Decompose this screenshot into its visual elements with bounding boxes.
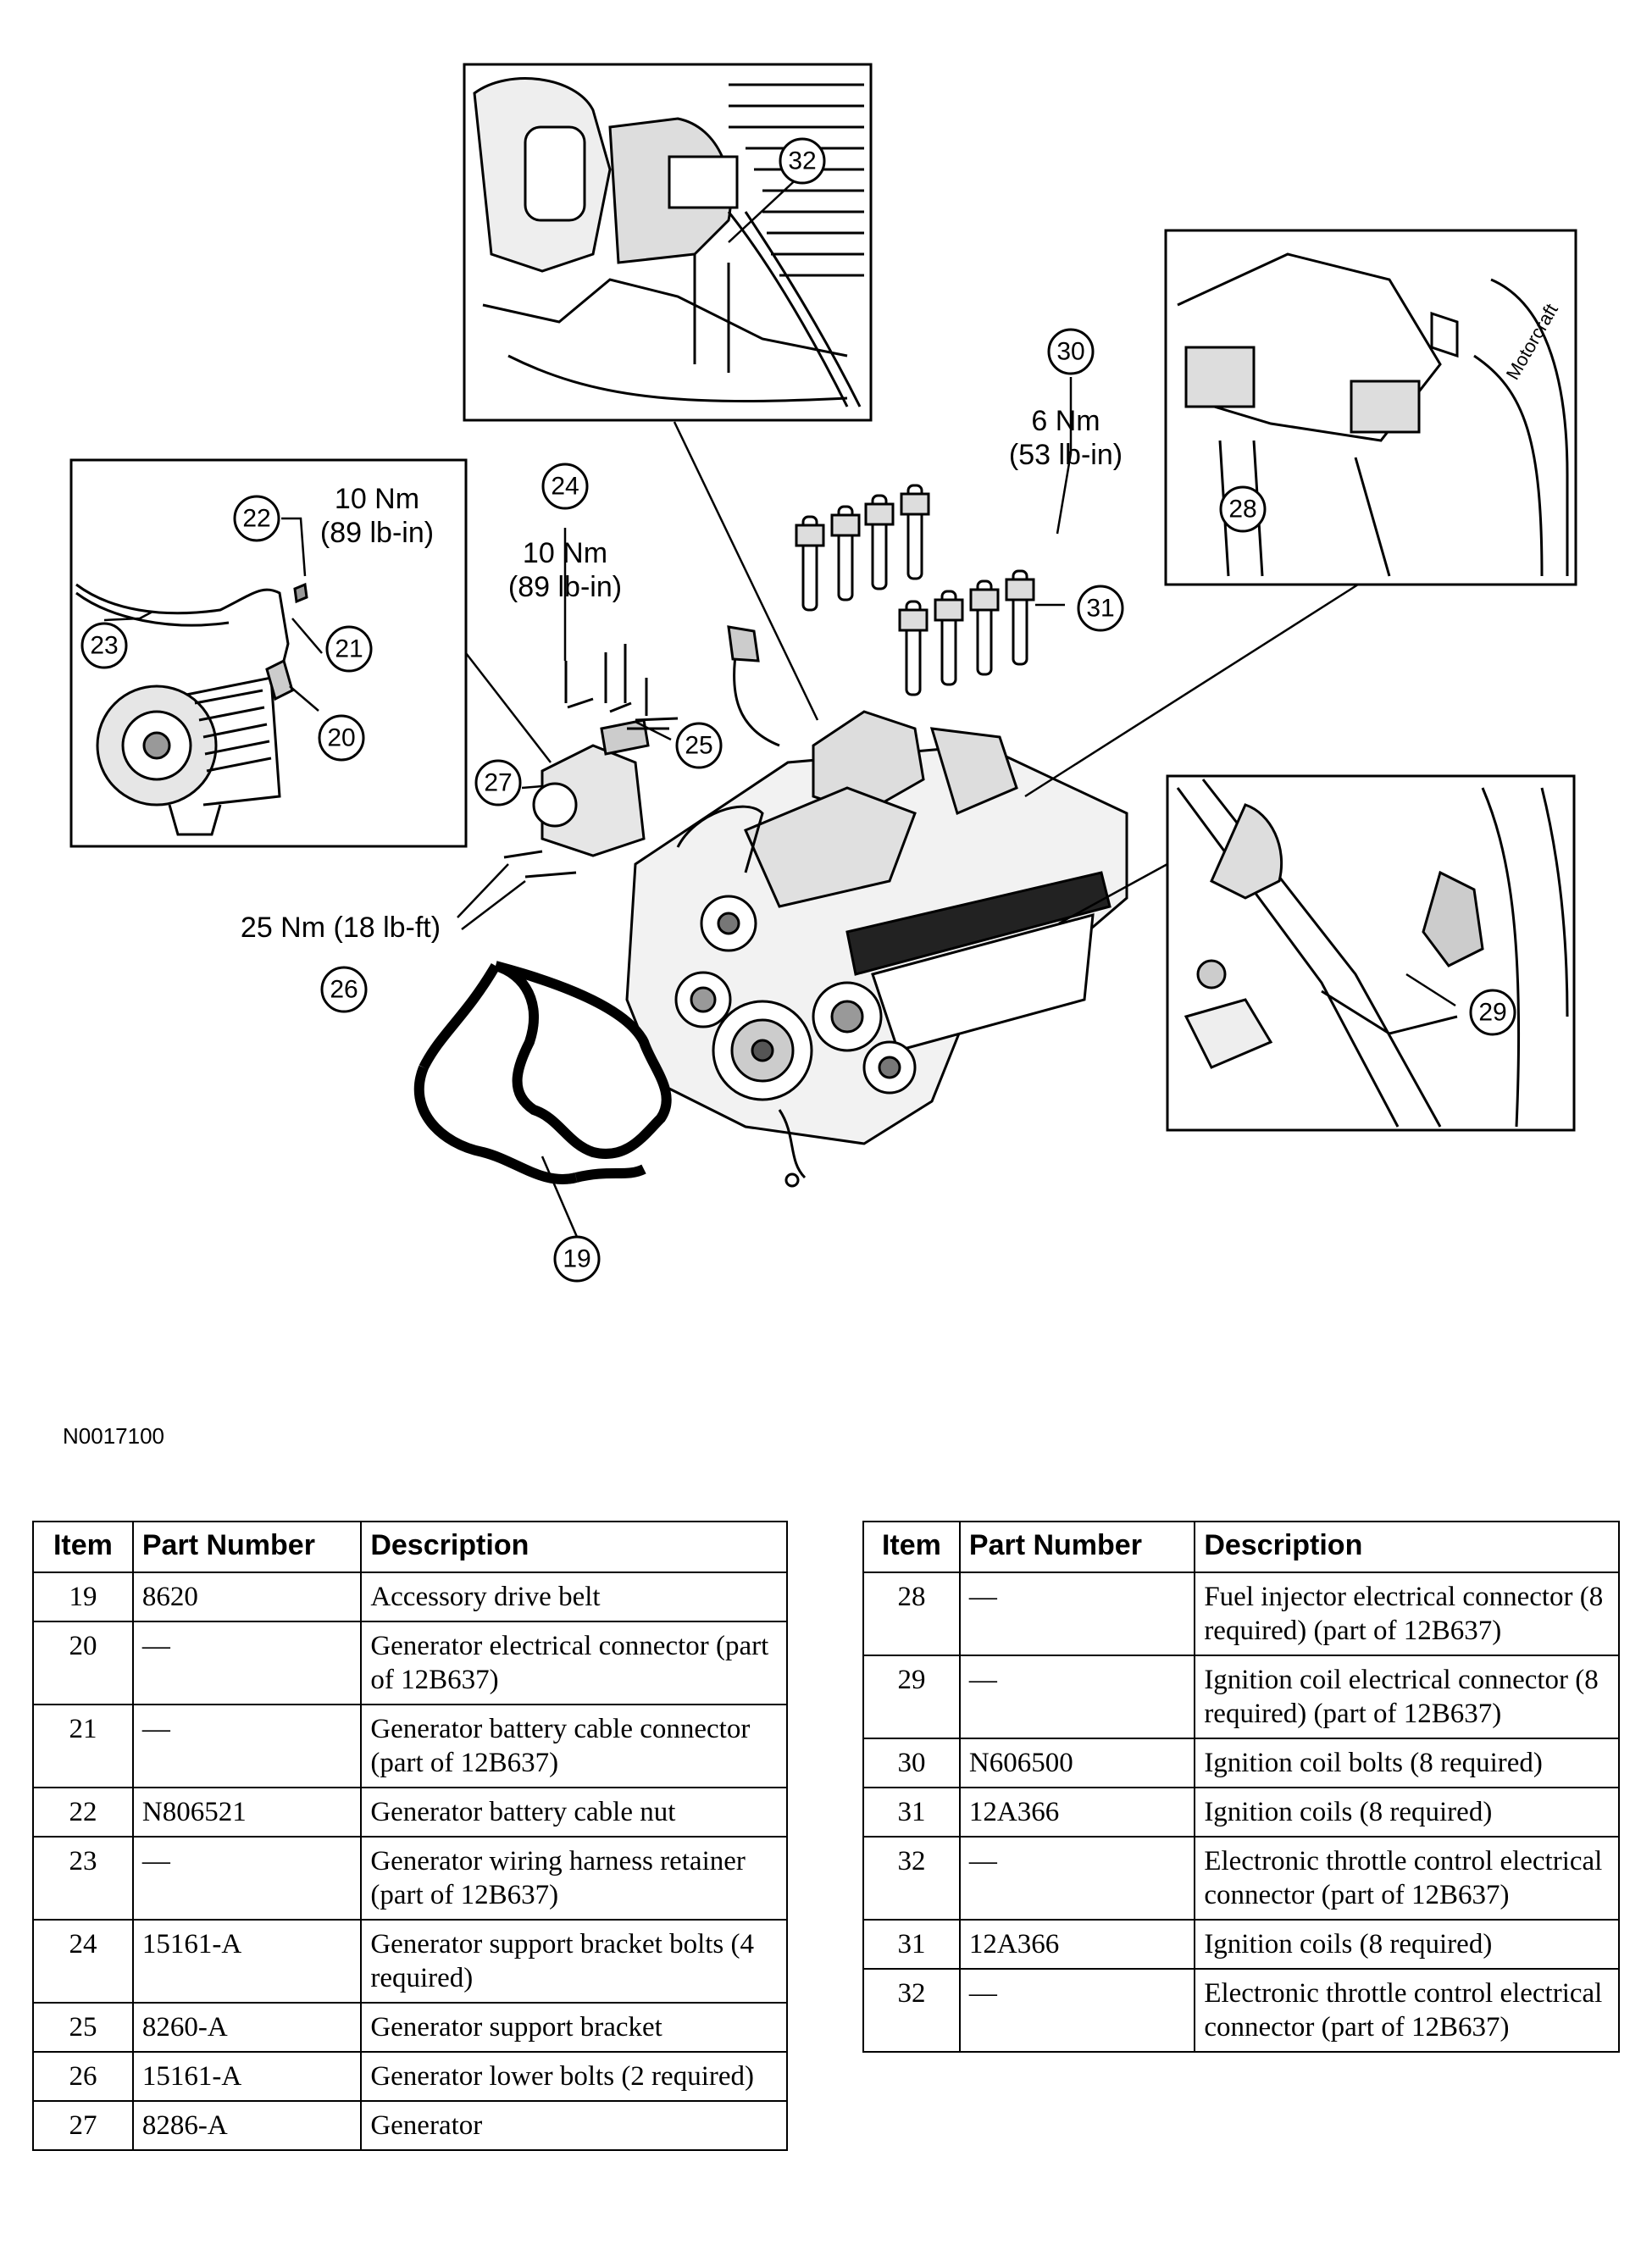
svg-text:27: 27 bbox=[484, 769, 512, 797]
inset-ignition-coil-connector bbox=[1166, 774, 1576, 1132]
table-header: Item Part Number Description bbox=[862, 1521, 1620, 1573]
parts-table-right: Item Part Number Description 28—Fuel inj… bbox=[862, 1521, 1620, 2053]
table-row: 32—Electronic throttle control electrica… bbox=[862, 1836, 1620, 1921]
callout-26: 26 bbox=[320, 966, 368, 1013]
inset-throttle-body bbox=[463, 63, 873, 422]
torque-22: 10 Nm (89 lb-in) bbox=[320, 483, 434, 549]
callout-24: 24 bbox=[541, 463, 589, 510]
header-part-number: Part Number bbox=[131, 1521, 363, 1573]
svg-text:29: 29 bbox=[1478, 999, 1506, 1027]
callout-25: 25 bbox=[675, 722, 723, 769]
svg-text:30: 30 bbox=[1056, 338, 1084, 366]
leader-lines bbox=[103, 173, 1456, 1238]
svg-text:21: 21 bbox=[335, 635, 363, 663]
callout-20: 20 bbox=[318, 714, 365, 762]
callout-27: 27 bbox=[474, 759, 522, 807]
callout-22: 22 bbox=[233, 495, 280, 542]
svg-text:10 Nm: 10 Nm bbox=[523, 537, 607, 569]
header-part-number: Part Number bbox=[958, 1521, 1196, 1573]
svg-text:(53 lb-in): (53 lb-in) bbox=[1009, 439, 1123, 471]
svg-text:(89 lb-in): (89 lb-in) bbox=[508, 571, 622, 603]
callout-30: 30 bbox=[1047, 328, 1095, 375]
torque-24: 10 Nm (89 lb-in) bbox=[508, 537, 622, 603]
table-header: Item Part Number Description bbox=[32, 1521, 788, 1573]
svg-text:6 Nm: 6 Nm bbox=[1031, 405, 1100, 437]
svg-text:31: 31 bbox=[1086, 595, 1114, 623]
table-row: 32—Electronic throttle control electrica… bbox=[862, 1968, 1620, 2053]
torque-26: 25 Nm (18 lb-ft) bbox=[241, 912, 441, 944]
inset-fuel-injector-connector: Motorcraft bbox=[1164, 229, 1577, 586]
engine-assembly bbox=[625, 625, 1128, 1188]
table-row: 28—Fuel injector electrical connector (8… bbox=[862, 1572, 1620, 1656]
svg-text:(89 lb-in): (89 lb-in) bbox=[320, 517, 434, 549]
svg-text:10 Nm: 10 Nm bbox=[335, 483, 419, 515]
svg-text:19: 19 bbox=[563, 1245, 590, 1273]
exploded-view-diagram: Motorcraft bbox=[69, 63, 1577, 1283]
torque-30: 6 Nm (53 lb-in) bbox=[1009, 405, 1123, 471]
callout-31: 31 bbox=[1077, 585, 1124, 632]
svg-text:28: 28 bbox=[1228, 496, 1256, 524]
header-item: Item bbox=[862, 1521, 961, 1573]
svg-text:23: 23 bbox=[90, 632, 118, 660]
figure-id: N0017100 bbox=[63, 1423, 164, 1449]
header-description: Description bbox=[1194, 1521, 1620, 1573]
svg-text:25 Nm (18 lb-ft): 25 Nm (18 lb-ft) bbox=[241, 912, 441, 944]
svg-text:22: 22 bbox=[242, 505, 270, 533]
svg-text:20: 20 bbox=[327, 724, 355, 752]
generator-and-bracket bbox=[503, 644, 679, 879]
callout-23: 23 bbox=[80, 622, 128, 669]
svg-text:24: 24 bbox=[551, 473, 579, 501]
header-item: Item bbox=[32, 1521, 134, 1573]
ignition-coils bbox=[795, 484, 1035, 696]
table-row: 23—Generator wiring harness retainer (pa… bbox=[32, 1836, 788, 1921]
callout-21: 21 bbox=[325, 625, 373, 673]
svg-text:25: 25 bbox=[685, 732, 712, 760]
table-row: 20—Generator electrical connector (part … bbox=[32, 1621, 788, 1705]
callout-19: 19 bbox=[553, 1235, 601, 1283]
accessory-drive-belt bbox=[413, 961, 672, 1184]
svg-text:26: 26 bbox=[330, 976, 358, 1004]
callout-28: 28 bbox=[1219, 485, 1267, 533]
header-description: Description bbox=[360, 1521, 788, 1573]
table-row: 21—Generator battery cable connector (pa… bbox=[32, 1704, 788, 1788]
callout-29: 29 bbox=[1469, 989, 1516, 1036]
callout-32: 32 bbox=[779, 137, 826, 185]
table-row: 29—Ignition coil electrical connector (8… bbox=[862, 1655, 1620, 1739]
svg-text:32: 32 bbox=[788, 147, 816, 175]
